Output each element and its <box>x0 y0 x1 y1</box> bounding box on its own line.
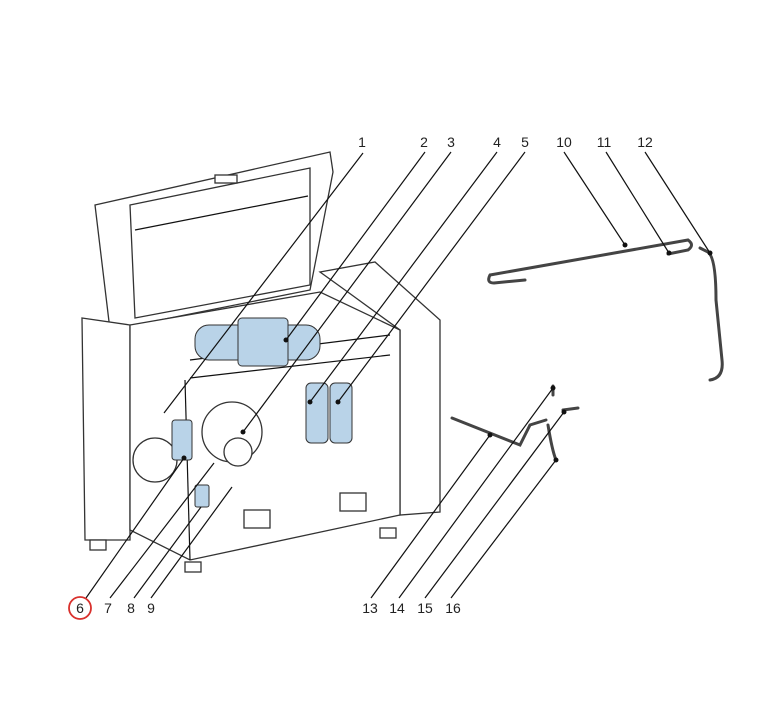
machine-assembly <box>81 151 441 573</box>
callouts-top: 1 2 3 4 5 10 11 12 <box>358 134 653 150</box>
filter-right <box>329 382 353 444</box>
callout-4: 4 <box>493 134 501 150</box>
callout-1: 1 <box>358 134 366 150</box>
right-side-panel <box>318 261 441 516</box>
callout-5: 5 <box>521 134 529 150</box>
callout-10: 10 <box>556 134 572 150</box>
highlight-circle <box>68 596 92 620</box>
leader-lines <box>85 151 713 599</box>
callout-7: 7 <box>104 600 112 616</box>
lid-handle <box>214 174 238 184</box>
callout-16: 16 <box>445 600 461 616</box>
callout-14: 14 <box>389 600 405 616</box>
pipe-13 <box>450 416 548 447</box>
callout-13: 13 <box>362 600 378 616</box>
pipe-15 <box>561 406 580 412</box>
pipe-10 <box>487 238 693 285</box>
callout-11: 11 <box>597 134 612 150</box>
callout-6: 6 <box>76 600 84 616</box>
callout-2: 2 <box>420 134 428 150</box>
callout-3: 3 <box>447 134 455 150</box>
filter-left <box>305 382 329 444</box>
callouts-bottom: 6 7 8 9 13 14 15 16 <box>68 596 461 620</box>
callout-9: 9 <box>147 600 155 616</box>
callout-15: 15 <box>417 600 433 616</box>
callout-12: 12 <box>637 134 653 150</box>
pipe-16 <box>546 423 558 462</box>
callout-8: 8 <box>127 600 135 616</box>
pipes <box>450 238 724 462</box>
pipe-12 <box>698 246 724 382</box>
left-side-panel <box>81 317 131 541</box>
pump <box>171 419 193 461</box>
